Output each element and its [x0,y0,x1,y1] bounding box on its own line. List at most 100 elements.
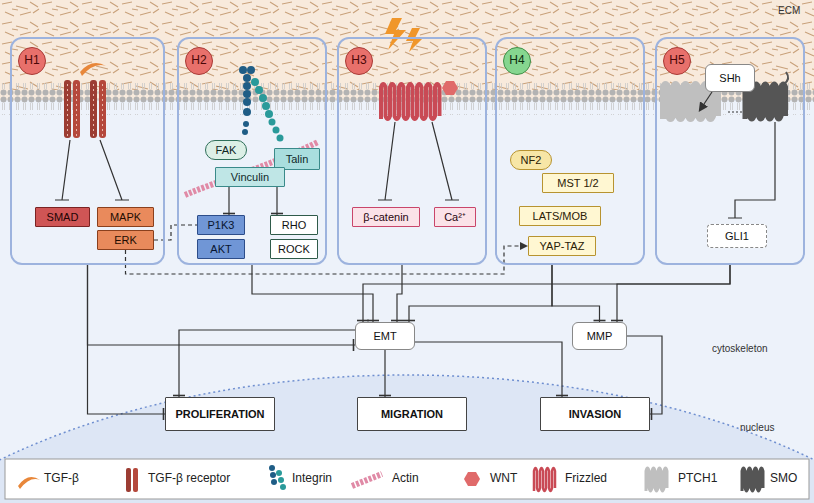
frizzled [381,84,440,119]
tgf-beta [80,63,106,76]
hypothesis-number: H4 [509,54,524,67]
legend-text: SMO [770,471,797,485]
node-label: RHO [282,219,306,231]
node-label: Talin [286,153,309,165]
hypothesis-number: H1 [24,54,39,67]
connector [397,265,402,322]
node-label: INVASION [569,408,621,420]
signal-box: EMT [355,322,415,350]
connector [252,265,373,322]
legend-text: PTCH1 [678,471,717,485]
node-label: GLI1 [725,230,749,242]
legend-text: Actin [392,471,419,485]
signal-box: MAPK [97,207,154,227]
connector [409,265,552,322]
connector [179,330,355,397]
signal-box: Ca²⁺ [434,207,476,227]
hypothesis-badge: H1 [18,47,46,75]
hypothesis-number: H2 [191,54,206,67]
pathway-panel: H3 β-catenin Ca²⁺ [337,37,487,265]
connector [228,187,229,215]
node-label: LATS/MOB [533,210,588,222]
connector [363,265,730,322]
hypothesis-badge: H4 [503,47,531,75]
legend-text: TGF-β [44,471,79,485]
legend-icon [352,474,382,486]
signal-box: Vinculin [215,167,285,187]
node-label: YAP-TAZ [540,240,585,252]
signal-box: MMP [572,322,627,350]
hypothesis-badge: H3 [345,47,373,75]
ecm-fibers [0,0,814,90]
signal-box: ROCK [270,239,318,259]
inhibit-line [55,140,129,200]
signal-box: AKT [197,239,245,259]
signal-box: YAP-TAZ [528,236,596,256]
legend-text: Integrin [292,471,332,485]
signal-box: RHO [270,215,318,235]
legend-icon [269,465,286,490]
pathway-panel: H4NF2MST 1/2LATS/MOB YAP-TAZ [495,37,645,265]
node-label: MST 1/2 [557,177,598,189]
node-label: MMP [587,330,613,342]
outcome-box: MIGRATION [357,397,467,431]
signal-box: NF2 [510,150,552,170]
signal-box: β-catenin [352,207,420,227]
lightning [385,18,406,50]
region-label: nucleus [740,422,774,433]
signal-box: ERK [97,230,154,250]
connector [552,265,600,322]
node-label: ROCK [278,243,310,255]
legend-icon [464,472,480,486]
legend-text: TGF-β receptor [148,471,230,485]
connector [415,342,562,397]
legend-box [5,459,809,499]
connector [276,187,277,215]
signal-box: LATS/MOB [519,206,601,226]
legend-text: Frizzled [565,471,607,485]
node-label: EMT [373,330,396,342]
signal-box: MST 1/2 [542,173,614,193]
connector [384,350,385,397]
legend-icon [126,468,138,492]
connector [154,225,197,240]
arrow-head [520,242,528,250]
node-label: FAK [216,144,237,156]
node-label: Vinculin [231,171,269,183]
inhibit-line [378,122,459,200]
legend-icon [18,477,40,489]
inhibit-line [728,122,775,218]
signal-box: SMAD [35,207,90,227]
nucleus-outline [0,375,814,503]
pathway-panel: H1SMAD MAPK ERK [10,37,165,265]
node-label: β-catenin [363,211,408,223]
signal-box: GLI1 [707,224,767,248]
hypothesis-badge: H5 [663,47,691,75]
signal-box: FAK [205,140,247,160]
integrin [251,78,284,142]
arrow [700,92,712,110]
dotted-line [728,111,744,112]
legend-icon [534,468,555,491]
tgf-receptor [64,80,106,138]
node-label: NF2 [521,154,542,166]
outcome-box: INVASION [540,397,650,431]
node-label: MIGRATION [381,408,443,420]
signal-box: P1K3 [197,215,245,235]
node-label: ERK [114,234,137,246]
legend-icon [742,468,763,491]
pathway-panel: H2FAK TalinVinculinP1K3AKT RHO ROCK [177,37,327,265]
inhibition-bar [651,408,653,420]
connector [617,265,730,322]
node-label: MAPK [110,211,141,223]
hypothesis-badge: H2 [185,47,213,75]
signal-box: SHh [705,64,755,92]
pathway-panel: H5SHhGLI1 [655,37,805,265]
hypothesis-number: H3 [351,54,366,67]
node-label: PROLIFERATION [175,408,264,420]
node-label: SMAD [47,211,79,223]
node-label: AKT [210,243,231,255]
smo-tail [784,72,788,84]
